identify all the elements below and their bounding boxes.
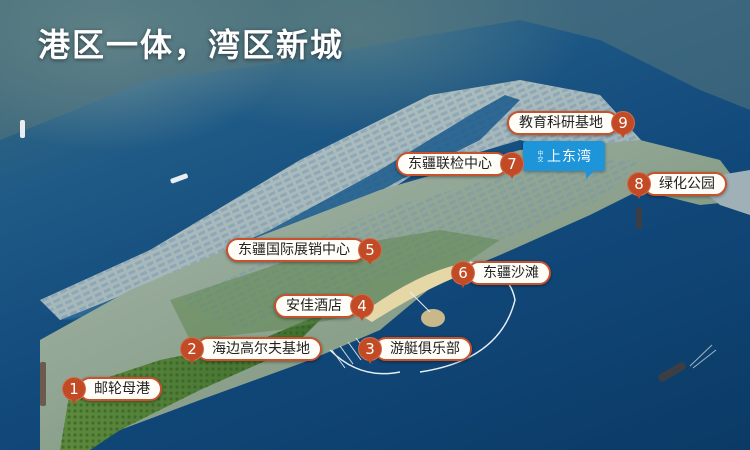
poi-marker-5[interactable]: 东疆国际展销中心 5 [226,237,382,265]
poi-label: 邮轮母港 [78,377,162,401]
brand-logo: 中交 上东湾 [523,141,605,179]
headline: 港区一体，湾区新城 [38,26,345,64]
map-pin-icon: 7 [500,152,524,179]
logo-name: 上东湾 [547,149,592,165]
poi-marker-2[interactable]: 2 海边高尔夫基地 [180,336,322,364]
poi-label: 东疆沙滩 [467,261,551,285]
map-pin-icon: 1 [62,377,86,404]
poi-marker-8[interactable]: 8 绿化公园 [627,171,727,199]
map-pin-icon: 6 [451,261,475,288]
poi-marker-9[interactable]: 教育科研基地 9 [507,110,635,138]
map-pin-icon: 8 [627,172,651,199]
poi-marker-7[interactable]: 东疆联检中心 7 [396,151,524,179]
poi-label: 游艇俱乐部 [374,337,472,361]
poi-label: 教育科研基地 [507,111,619,135]
poi-marker-6[interactable]: 6 东疆沙滩 [451,260,551,288]
poi-marker-1[interactable]: 1 邮轮母港 [62,376,162,404]
map-pin-icon: 5 [358,238,382,265]
poi-label: 东疆联检中心 [396,152,508,176]
map-pin-icon: 9 [611,111,635,138]
poi-label: 海边高尔夫基地 [196,337,322,361]
poi-label: 东疆国际展销中心 [226,238,366,262]
poi-label: 绿化公园 [643,172,727,196]
poi-label: 安佳酒店 [274,294,358,318]
logo-badge-text: 中交 [536,150,543,162]
poi-marker-3[interactable]: 3 游艇俱乐部 [358,336,472,364]
map-pin-icon: 2 [180,337,204,364]
poi-marker-4[interactable]: 安佳酒店 4 [274,293,374,321]
map-pin-icon: 3 [358,337,382,364]
map-pin-icon: 4 [350,294,374,321]
